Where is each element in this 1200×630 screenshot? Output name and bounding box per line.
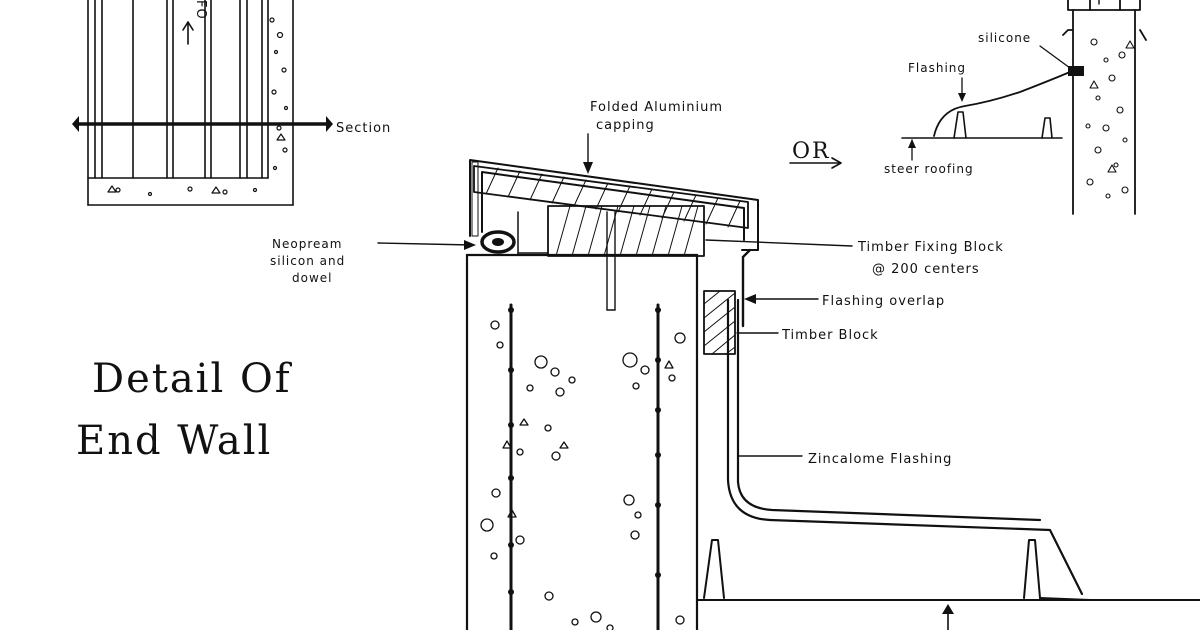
capping-timber-batten bbox=[473, 165, 749, 229]
neoprene-seal bbox=[480, 211, 549, 256]
zincalome-label: Zincalome Flashing bbox=[808, 452, 952, 467]
timber-fixing-block bbox=[547, 205, 705, 257]
roofing-pointer-head bbox=[942, 604, 954, 614]
main-section-detail bbox=[465, 159, 1200, 630]
capping-leader-head bbox=[583, 162, 593, 174]
section-marker-right bbox=[326, 116, 333, 132]
neopream-leader bbox=[377, 242, 473, 246]
or-arrow-head bbox=[831, 157, 842, 169]
plan-concrete-texture bbox=[107, 17, 289, 197]
inset-wall bbox=[1062, 0, 1147, 215]
flashing-inset-leader-head bbox=[958, 93, 966, 102]
reinforcement-bars bbox=[508, 303, 661, 630]
timber-fixing-leader bbox=[705, 239, 853, 247]
alternative-inset-detail: OR silico bbox=[789, 0, 1147, 215]
silicone-label: silicone bbox=[978, 31, 1031, 45]
inset-flashing bbox=[933, 71, 1071, 137]
concrete-wall bbox=[465, 253, 699, 630]
main-annotations: Folded Aluminium capping Neopream silico… bbox=[270, 100, 1004, 467]
steel-roofing-profile bbox=[696, 539, 1200, 601]
timber-fixing-label-line-1: Timber Fixing Block bbox=[857, 240, 1004, 255]
concrete-aggregate bbox=[480, 320, 686, 630]
inset-silicone-bead bbox=[1068, 66, 1084, 76]
plan-roof-sheet-lines bbox=[87, 0, 294, 206]
plan-view: Section FO bbox=[72, 0, 391, 206]
title-line-1: Detail Of bbox=[92, 356, 293, 402]
flow-label: FO bbox=[193, 0, 208, 20]
or-label: OR bbox=[792, 139, 831, 164]
capping-label-line-1: Folded Aluminium bbox=[590, 100, 723, 115]
steer-roofing-leader-head bbox=[908, 139, 916, 148]
silicone-leader bbox=[1039, 45, 1071, 69]
neopream-leader-head bbox=[464, 240, 476, 250]
dowel bbox=[606, 211, 616, 311]
flashing-overlap-leader-head bbox=[744, 294, 756, 304]
neopream-label-line-2: silicon and bbox=[270, 254, 345, 268]
neopream-label-line-3: dowel bbox=[292, 271, 333, 285]
inset-roofing bbox=[901, 111, 1063, 139]
capping-label-line-2: capping bbox=[596, 118, 655, 133]
inset-wall-aggregate bbox=[1085, 38, 1135, 199]
flashing-overlap bbox=[741, 248, 752, 328]
aluminium-capping bbox=[469, 159, 759, 251]
flow-arrow-head bbox=[182, 21, 194, 31]
timber-fixing-label-line-2: @ 200 centers bbox=[872, 262, 980, 277]
title-line-2: End Wall bbox=[76, 418, 272, 464]
flashing-inset-label: Flashing bbox=[908, 61, 966, 75]
timber-block-label: Timber Block bbox=[781, 328, 879, 343]
neopream-label-line-1: Neopream bbox=[272, 237, 342, 251]
section-label: Section bbox=[336, 121, 391, 136]
steer-roofing-label: steer roofing bbox=[884, 162, 974, 176]
timber-block bbox=[703, 290, 736, 355]
section-marker-left bbox=[72, 116, 79, 132]
zincalume-flashing bbox=[726, 298, 1084, 596]
drawing-title: Detail Of End Wall bbox=[76, 356, 293, 464]
flashing-overlap-label: Flashing overlap bbox=[822, 294, 945, 309]
